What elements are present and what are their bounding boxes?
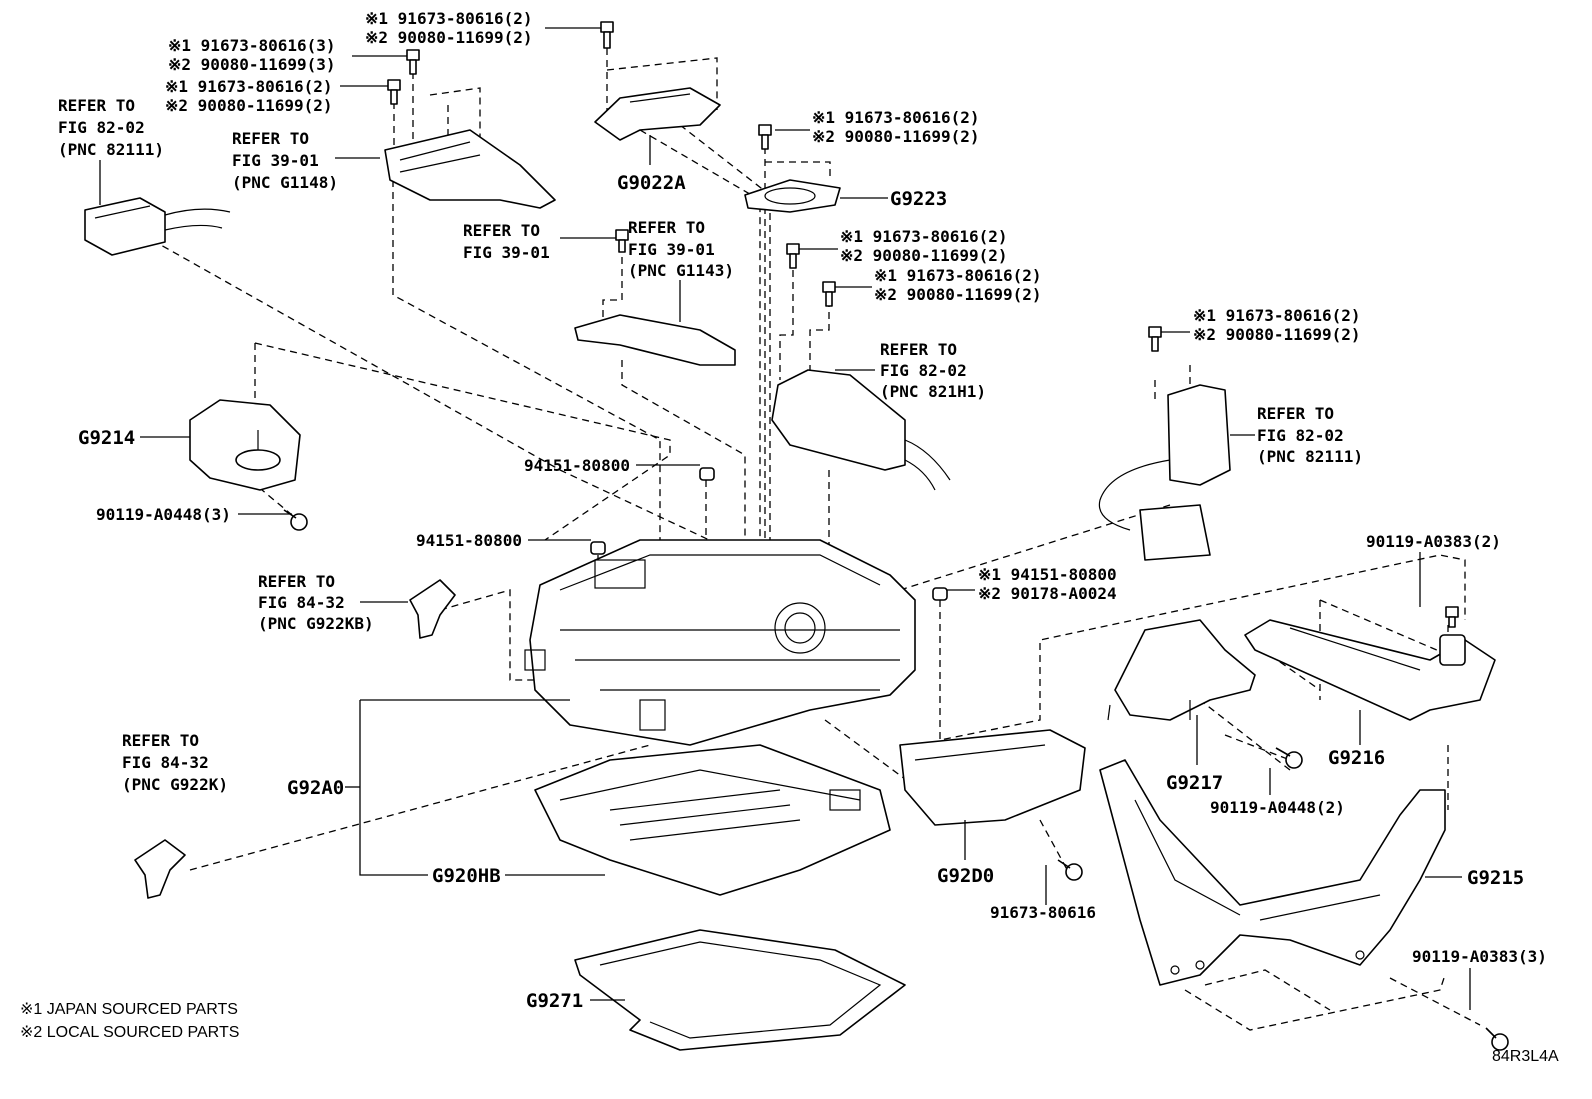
bolt-right-label-1: ※1 91673-80616(2) <box>1193 306 1361 325</box>
bolt-top-left-a-label-1: ※1 91673-80616(3) <box>168 36 336 55</box>
crossmember-g9215-part <box>1099 759 1446 986</box>
shield-g92d0-part <box>899 729 1086 826</box>
bolt-top-center-label-1: ※1 91673-80616(2) <box>365 9 533 28</box>
refer-3901-plain-line-1: REFER TO <box>463 221 540 240</box>
part-g9271-label: G9271 <box>526 990 583 1012</box>
nut-94151-upper-label: 94151-80800 <box>524 456 630 475</box>
bolt-icon <box>1485 1027 1509 1051</box>
bolt-top-center-label-2: ※2 90080-11699(2) <box>365 28 533 47</box>
part-g9022a-label: G9022A <box>617 172 686 194</box>
bolt-90119-a0383-2-label: 90119-A0383(2) <box>1366 532 1501 551</box>
refer-8202-821h1-line-1: REFER TO <box>880 340 957 359</box>
refer-8202-left-line-3: (PNC 82111) <box>58 140 164 159</box>
cover-821h1-part <box>771 369 951 491</box>
bolt-90119-a0383-3-label: 90119-A0383(3) <box>1412 947 1547 966</box>
bracket-g9217-part <box>1107 619 1256 721</box>
refer-3901-g1143-line-1: REFER TO <box>628 218 705 237</box>
nut-icon <box>699 467 715 481</box>
bolt-g9223-label-2: ※2 90080-11699(2) <box>812 127 980 146</box>
refer-8432-g922k-line-2: FIG 84-32 <box>122 753 209 772</box>
nut-icon <box>590 541 606 555</box>
bolt-mid-b-label-1: ※1 91673-80616(2) <box>874 266 1042 285</box>
bolt-icon <box>600 21 614 49</box>
bolt-icon <box>283 509 308 531</box>
nut-icon <box>932 587 948 601</box>
bolt-icon <box>406 49 420 75</box>
part-g920hb-label: G920HB <box>432 865 501 887</box>
bolt-91673-80616-label: 91673-80616 <box>990 903 1096 922</box>
nut-94151-lower-label: 94151-80800 <box>416 531 522 550</box>
bolt-icon <box>822 281 836 307</box>
leader-lines <box>99 27 1471 1010</box>
bracket-g1143-part <box>574 314 736 366</box>
gasket-g9271-part <box>574 929 906 1051</box>
harness-connector-part <box>384 129 556 209</box>
bolt-icon <box>387 79 401 105</box>
module-right-part <box>1098 384 1231 561</box>
bolt-g9223-label-1: ※1 91673-80616(2) <box>812 108 980 127</box>
bolt-mid-a-label-2: ※2 90080-11699(2) <box>840 246 1008 265</box>
nut-right-label-2: ※2 90178-A0024 <box>978 584 1117 603</box>
bracket-g9216-part <box>1244 619 1496 721</box>
bolt-icon <box>758 124 772 150</box>
bolt-icon <box>1445 606 1459 628</box>
bolt-right-label-2: ※2 90080-11699(2) <box>1193 325 1361 344</box>
refer-8202-821h1-line-3: (PNC 821H1) <box>880 382 986 401</box>
bolt-icon <box>1275 747 1303 769</box>
bolt-90119-a0448-3-label: 90119-A0448(3) <box>96 505 231 524</box>
gasket-g9223-part <box>744 179 841 213</box>
refer-8202-right-line-2: FIG 82-02 <box>1257 426 1344 445</box>
refer-8202-right-line-1: REFER TO <box>1257 404 1334 423</box>
bolt-icon <box>1148 326 1162 352</box>
nut-right-label-1: ※1 94151-80800 <box>978 565 1117 584</box>
part-g9223-label: G9223 <box>890 188 947 210</box>
part-sketches <box>84 21 1509 1051</box>
refer-8432-g922kb-line-1: REFER TO <box>258 572 335 591</box>
bolt-top-left-b-label-1: ※1 91673-80616(2) <box>165 77 333 96</box>
refer-3901-g1148-line-1: REFER TO <box>232 129 309 148</box>
refer-3901-g1148-line-2: FIG 39-01 <box>232 151 319 170</box>
refer-3901-g1143-line-2: FIG 39-01 <box>628 240 715 259</box>
mount-g9214-part <box>189 399 301 491</box>
refer-8432-g922kb-line-2: FIG 84-32 <box>258 593 345 612</box>
footnote-local-sourced: ※2 LOCAL SOURCED PARTS <box>20 1024 239 1041</box>
refer-8202-821h1-line-2: FIG 82-02 <box>880 361 967 380</box>
bolt-icon <box>786 243 800 269</box>
part-g9215-label: G9215 <box>1467 867 1524 889</box>
bolt-mid-a-label-1: ※1 91673-80616(2) <box>840 227 1008 246</box>
part-g92a0-label: G92A0 <box>287 777 344 799</box>
part-g9214-label: G9214 <box>78 427 135 449</box>
bolt-icon <box>1057 859 1083 881</box>
refer-8432-g922k-line-3: (PNC G922K) <box>122 775 228 794</box>
footnote-japan-sourced: ※1 JAPAN SOURCED PARTS <box>20 1001 238 1018</box>
bolt-90119-a0448-2-label: 90119-A0448(2) <box>1210 798 1345 817</box>
connector-left-part <box>84 197 231 256</box>
bolt-mid-b-label-2: ※2 90080-11699(2) <box>874 285 1042 304</box>
callout-labels: ※1 91673-80616(2) ※2 90080-11699(2) ※1 9… <box>20 9 1559 1065</box>
bolt-top-left-a-label-2: ※2 90080-11699(3) <box>168 55 336 74</box>
part-g9216-label: G9216 <box>1328 747 1385 769</box>
case-g920hb-part <box>534 744 891 896</box>
refer-3901-g1148-line-3: (PNC G1148) <box>232 173 338 192</box>
figure-code: 84R3L4A <box>1492 1048 1559 1065</box>
part-g92d0-label: G92D0 <box>937 865 994 887</box>
refer-8432-g922k-line-1: REFER TO <box>122 731 199 750</box>
refer-3901-plain-line-2: FIG 39-01 <box>463 243 550 262</box>
bolt-icon <box>615 229 629 253</box>
bolt-top-left-b-label-2: ※2 90080-11699(2) <box>165 96 333 115</box>
inverter-g92a0-part <box>524 539 916 746</box>
bracket-g9022a-part <box>594 87 721 141</box>
part-g9217-label: G9217 <box>1166 772 1223 794</box>
refer-8202-left-line-2: FIG 82-02 <box>58 118 145 137</box>
refer-8432-g922kb-line-3: (PNC G922KB) <box>258 614 374 633</box>
refer-3901-g1143-line-3: (PNC G1143) <box>628 261 734 280</box>
refer-8202-left-line-1: REFER TO <box>58 96 135 115</box>
fitting-g922kb-part <box>409 579 456 639</box>
fitting-g922k-part <box>134 839 186 899</box>
refer-8202-right-line-3: (PNC 82111) <box>1257 447 1363 466</box>
